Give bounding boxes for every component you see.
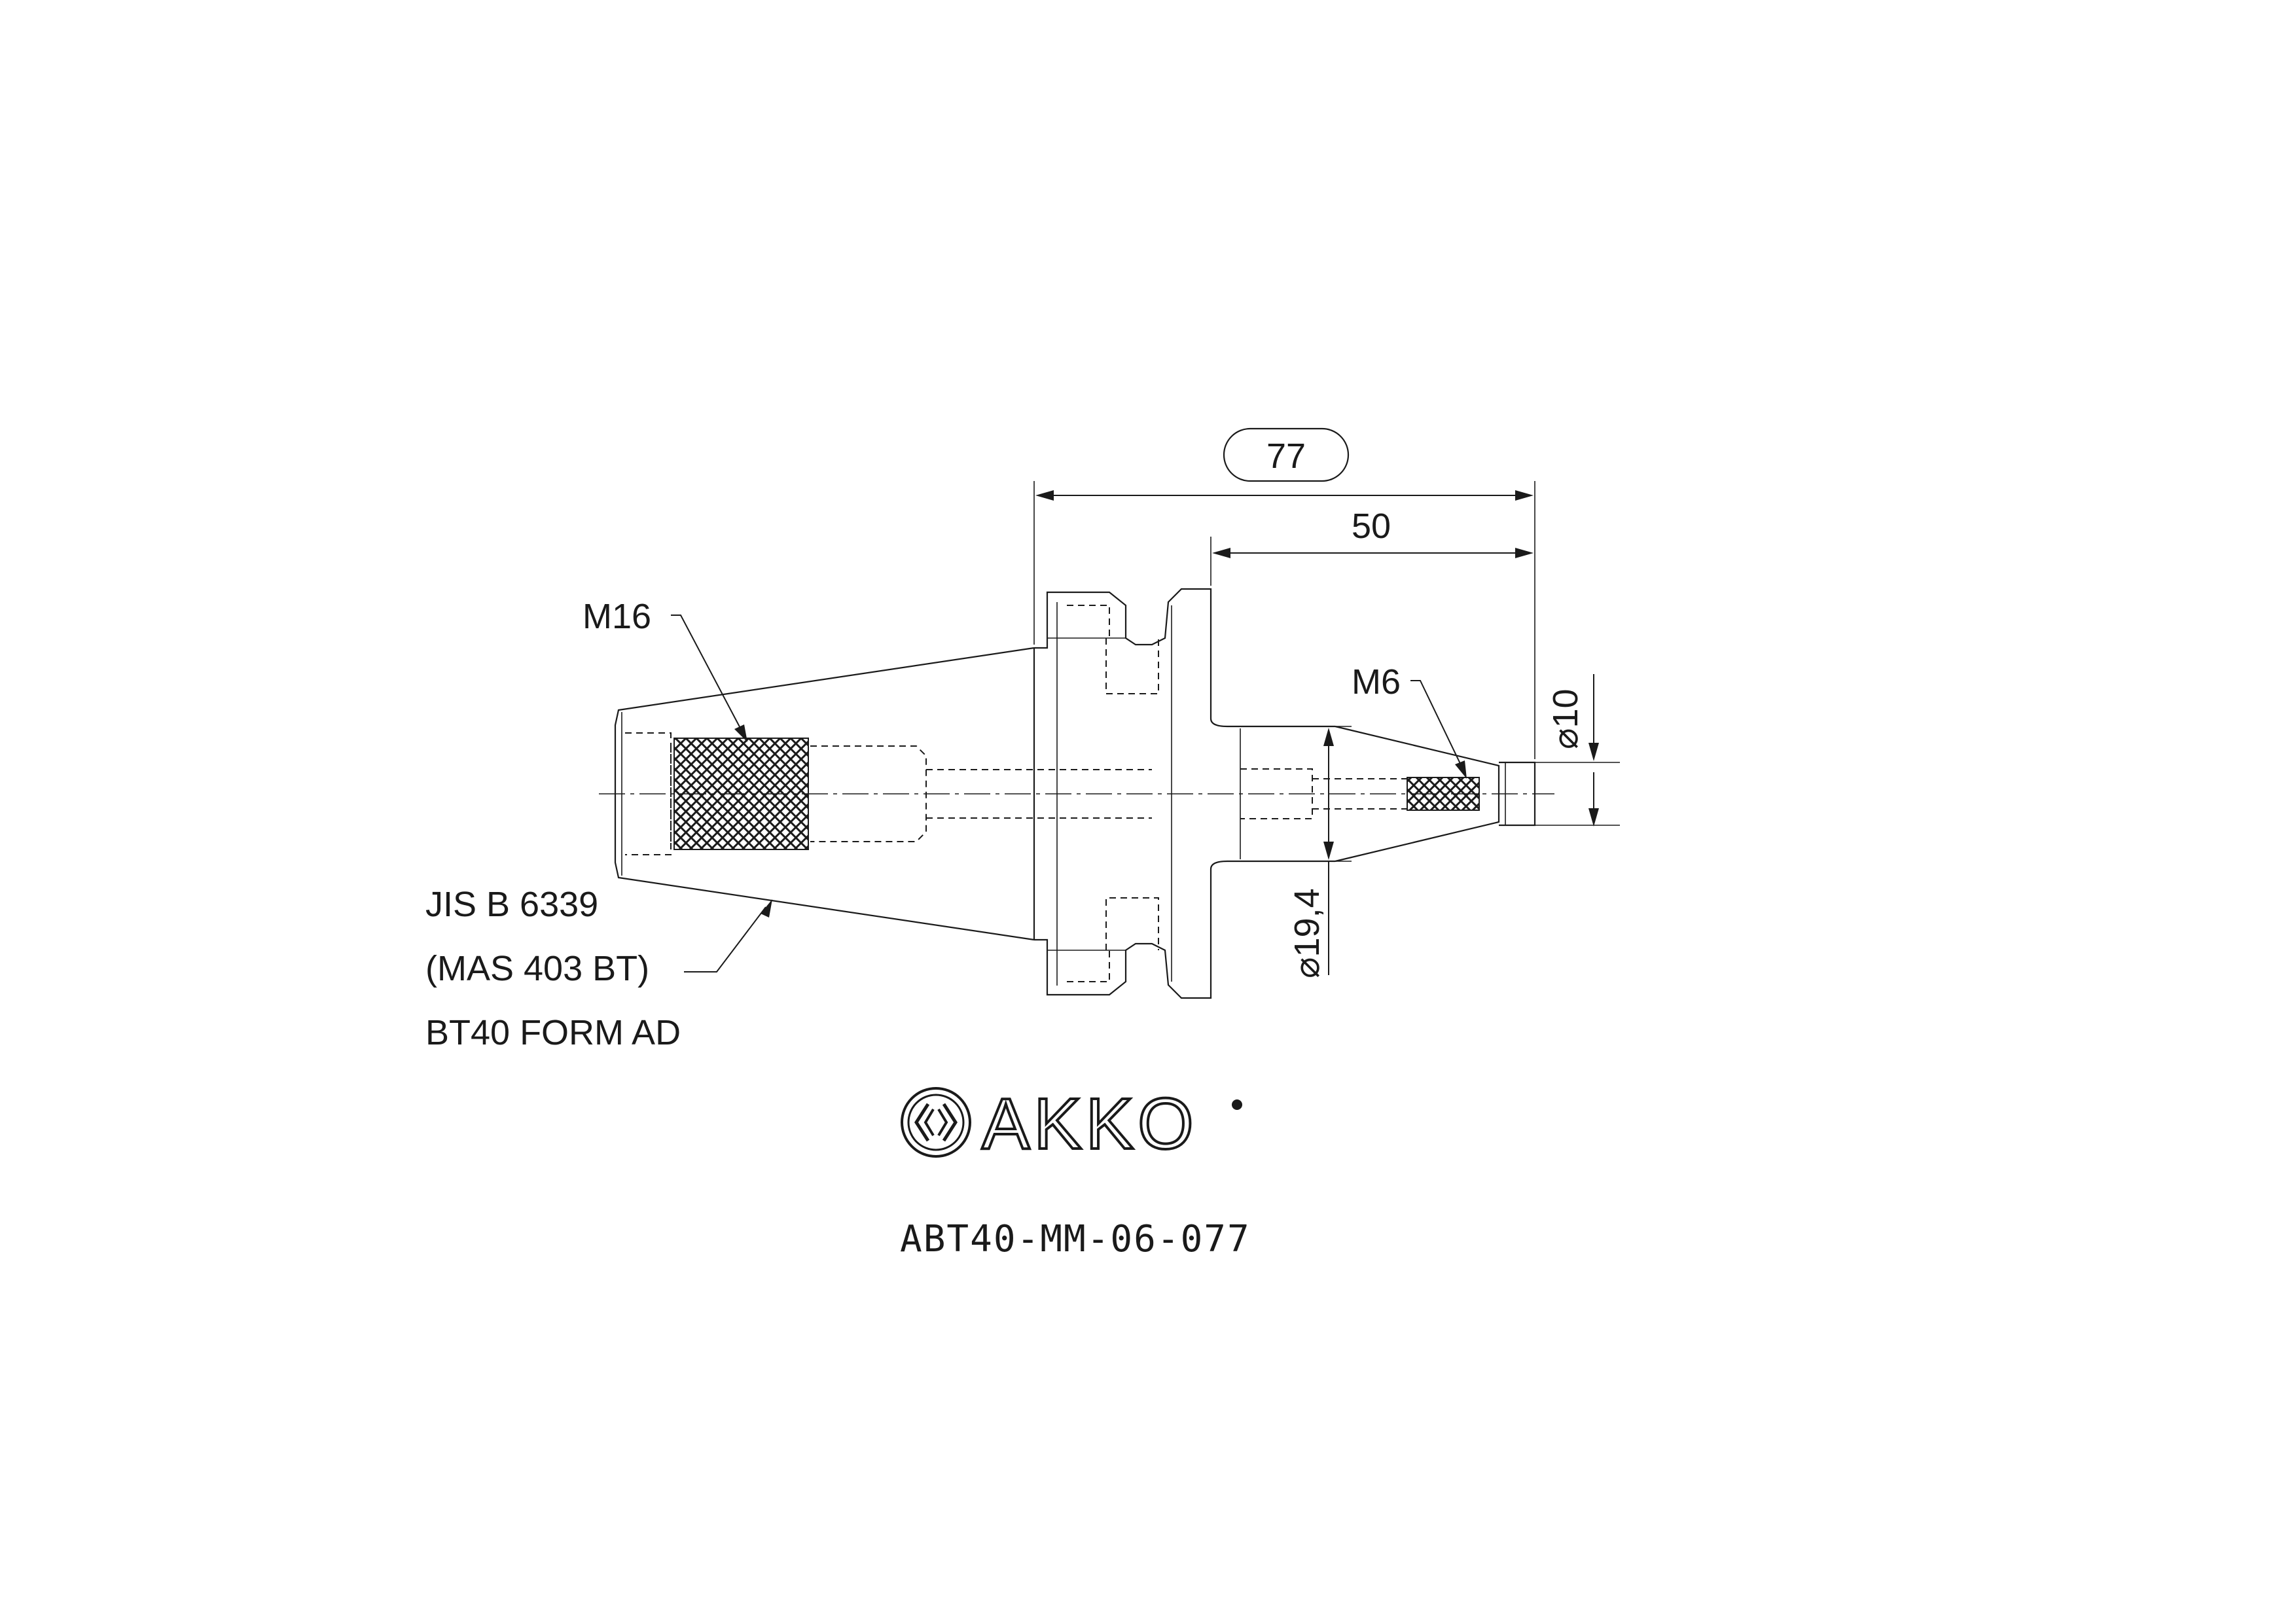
standard-leader bbox=[684, 899, 772, 972]
dimension-77 bbox=[1033, 427, 1535, 759]
dimension-d19-4 bbox=[1323, 726, 1352, 975]
m6-leader bbox=[1410, 680, 1467, 779]
registered-mark bbox=[1232, 1099, 1242, 1110]
m6-thread bbox=[1407, 777, 1480, 811]
nose-diameter-label: ⌀19,4 bbox=[1287, 888, 1327, 978]
m16-label: M16 bbox=[583, 597, 651, 636]
akko-emblem-icon bbox=[901, 1087, 971, 1158]
standard-line-2: (MAS 403 BT) bbox=[425, 949, 649, 988]
dimension-d10 bbox=[1535, 674, 1620, 827]
tip-diameter-label: ⌀10 bbox=[1546, 688, 1585, 749]
flange bbox=[1034, 588, 1228, 999]
m6-label: M6 bbox=[1352, 662, 1401, 702]
part-code: ABT40-MM-06-077 bbox=[900, 1218, 1251, 1260]
brand-name: AKKO bbox=[982, 1084, 1198, 1164]
m16-leader bbox=[671, 615, 747, 742]
dimension-50 bbox=[1210, 537, 1534, 586]
overall-length-label: 77 bbox=[1266, 437, 1306, 476]
standard-line-1: JIS B 6339 bbox=[425, 885, 598, 924]
projection-length-label: 50 bbox=[1352, 507, 1391, 546]
m16-thread bbox=[673, 738, 809, 850]
taper-shank bbox=[614, 647, 1152, 941]
standard-line-3: BT40 FORM AD bbox=[425, 1013, 681, 1052]
